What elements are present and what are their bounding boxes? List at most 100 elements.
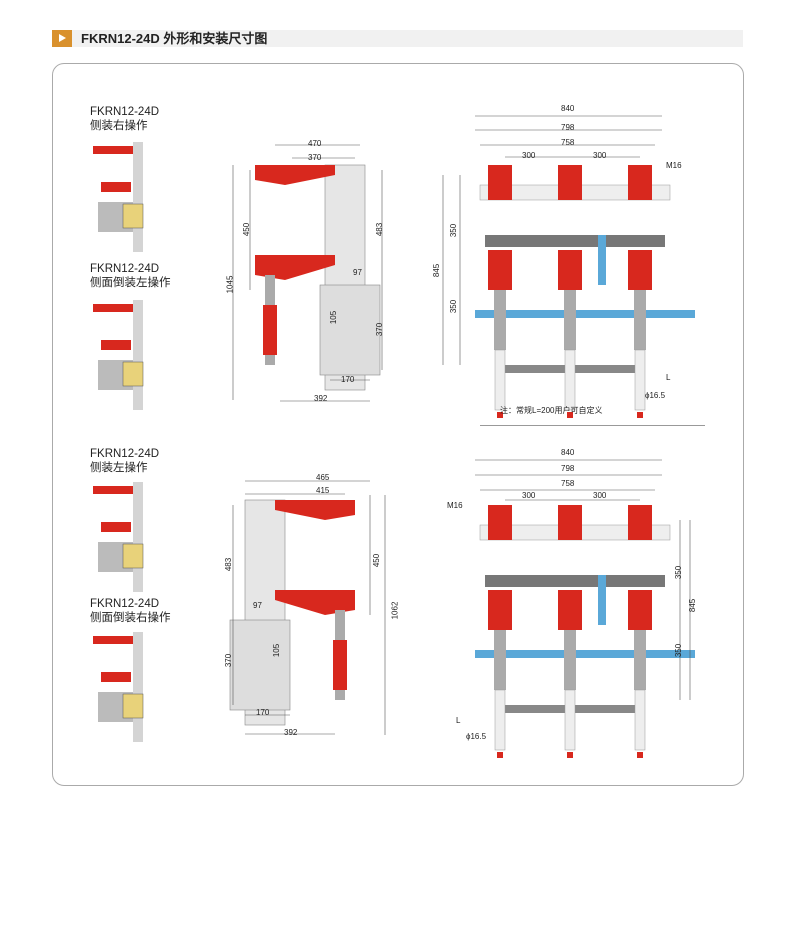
model-name: FKRN12-24D	[90, 106, 160, 118]
fuse-shaft	[475, 650, 695, 658]
mode-name: 侧装右操作	[90, 120, 148, 132]
dim-label: 483	[224, 557, 234, 572]
dim-label: 370	[224, 653, 234, 668]
dim-label: L	[666, 373, 671, 382]
support	[494, 689, 506, 751]
dim-label: 350	[449, 223, 459, 238]
dim-label: 300	[593, 151, 607, 160]
dim-label: 300	[593, 491, 607, 500]
thumbnail-frame	[133, 142, 143, 252]
terminal	[497, 412, 503, 418]
insulator	[255, 165, 335, 185]
dim-label: 758	[561, 138, 575, 147]
fuse	[598, 235, 606, 285]
dim-label: 170	[341, 375, 355, 384]
note-text: 注：常规L=200用户可自定义	[500, 406, 603, 415]
dim-label: 170	[256, 708, 270, 717]
variant-label: FKRN12-24D 侧面倒装左操作	[90, 262, 171, 290]
dim-label: 105	[329, 310, 339, 325]
insulator	[558, 590, 582, 630]
fuse-tube	[634, 630, 646, 690]
variant-label: FKRN12-24D 侧面倒装右操作	[90, 597, 171, 625]
insulator	[101, 672, 131, 682]
terminal	[637, 412, 643, 418]
operating-box	[122, 543, 144, 569]
dim-label: 97	[353, 268, 362, 277]
thumbnail-frame	[133, 300, 143, 410]
insulator	[255, 255, 335, 280]
insulator	[275, 590, 355, 615]
dim-label: 450	[372, 553, 382, 568]
dim-label: 1045	[225, 275, 235, 294]
frame-bar	[485, 575, 665, 587]
insulator	[558, 505, 582, 540]
insulator	[628, 590, 652, 630]
dim-label: 350	[449, 299, 459, 314]
dim-label: M16	[447, 501, 463, 510]
dim-label: 300	[522, 151, 536, 160]
insulator	[488, 505, 512, 540]
terminal	[567, 412, 573, 418]
variant-label: FKRN12-24D 侧装右操作	[90, 105, 159, 133]
model-name: FKRN12-24D	[90, 598, 160, 610]
dim-label: ϕ16.5	[645, 391, 666, 400]
insulator	[93, 486, 133, 494]
dim-label: 483	[375, 222, 385, 237]
insulator	[558, 165, 582, 200]
dim-label: ϕ16.5	[466, 732, 487, 741]
insulator	[93, 636, 133, 644]
dim-label: 105	[272, 643, 282, 658]
insulator	[93, 304, 133, 312]
insulator	[101, 182, 131, 192]
dim-label: 1062	[390, 601, 400, 620]
fuse-tube	[494, 630, 506, 690]
insulator	[628, 505, 652, 540]
insulator	[488, 250, 512, 290]
fuse-tube	[564, 630, 576, 690]
thumbnail-frame	[133, 632, 143, 742]
play-icon	[52, 30, 72, 47]
support	[634, 689, 646, 751]
insulator	[628, 165, 652, 200]
insulator	[93, 146, 133, 154]
dim-label: 845	[688, 598, 698, 613]
support	[564, 689, 576, 751]
support	[494, 349, 506, 411]
dim-label: 470	[308, 139, 322, 148]
support	[634, 349, 646, 411]
section-title: FKRN12-24D 外形和安装尺寸图	[81, 31, 268, 46]
dim-label: 415	[316, 486, 330, 495]
dim-label: 798	[561, 464, 575, 473]
dim-label: 350	[674, 643, 684, 658]
terminal	[567, 752, 573, 758]
operating-box	[122, 693, 144, 719]
model-name: FKRN12-24D	[90, 448, 160, 460]
terminal	[497, 752, 503, 758]
drawing-panel	[52, 63, 744, 786]
operating-box	[122, 361, 144, 387]
dim-label: 840	[561, 448, 575, 457]
mechanism-box	[229, 619, 291, 711]
insulator	[488, 590, 512, 630]
fuse-tube	[564, 290, 576, 350]
fuse	[598, 575, 606, 625]
mode-name: 侧面倒装右操作	[90, 612, 171, 624]
dim-label: 370	[375, 322, 385, 337]
operating-box	[122, 203, 144, 229]
dim-label: 758	[561, 479, 575, 488]
fuse-tube	[494, 290, 506, 350]
insulator	[101, 522, 131, 532]
mode-name: 侧面倒装左操作	[90, 277, 171, 289]
insulator	[628, 250, 652, 290]
insulator	[263, 305, 277, 355]
dim-label: 97	[253, 601, 262, 610]
dim-label: 392	[314, 394, 328, 403]
dim-label: 300	[522, 491, 536, 500]
divider	[480, 425, 705, 426]
dim-label: L	[456, 716, 461, 725]
model-name: FKRN12-24D	[90, 263, 160, 275]
insulator	[488, 165, 512, 200]
thumbnail-frame	[133, 482, 143, 592]
